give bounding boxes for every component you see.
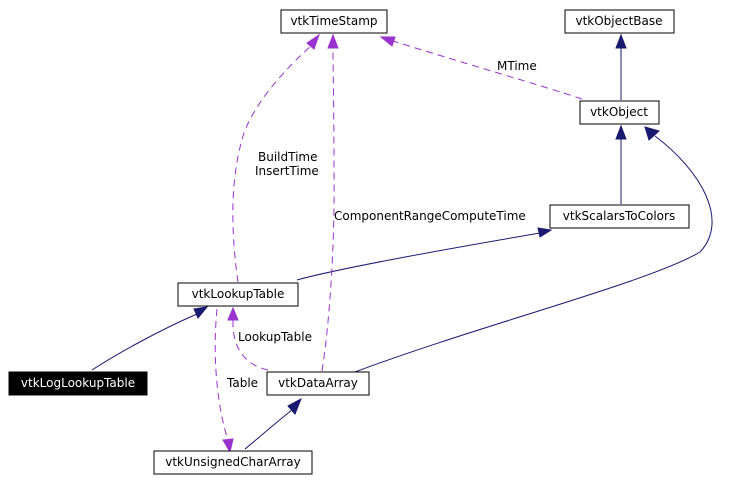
node-vtkdataarray[interactable]: vtkDataArray	[266, 371, 370, 396]
node-vtklookuptable[interactable]: vtkLookupTable	[177, 282, 299, 307]
edge-label-buildtime: BuildTime	[258, 150, 318, 164]
edge-dataarray-to-timestamp	[321, 33, 339, 372]
node-label: vtkTimeStamp	[290, 14, 377, 28]
edge-unsignedchararray-to-dataarray	[244, 397, 302, 450]
node-label: vtkLookupTable	[192, 287, 285, 301]
edge-label-mtime: MTime	[497, 59, 537, 73]
edge-lookuptable-to-unsignedchararray	[214, 308, 234, 454]
node-vtktimestamp[interactable]: vtkTimeStamp	[280, 9, 388, 34]
node-label: vtkObject	[590, 105, 648, 119]
edge-object-to-timestamp	[379, 36, 583, 100]
node-label: vtkScalarsToColors	[563, 209, 675, 223]
edge-label-inserttime: InsertTime	[255, 164, 319, 178]
edge-scalarstocolors-to-object	[615, 124, 627, 204]
node-label: vtkObjectBase	[575, 14, 662, 28]
node-label: vtkDataArray	[278, 376, 358, 390]
edge-object-to-objectbase	[615, 33, 627, 100]
edge-dataarray-to-lookuptable	[227, 306, 269, 371]
edge-label-componentrange: ComponentRangeComputeTime	[334, 209, 526, 223]
node-vtkloglookuptable[interactable]: vtkLogLookupTable	[8, 371, 148, 396]
node-vtkobject[interactable]: vtkObject	[579, 100, 660, 125]
node-vtkscalarstocolors[interactable]: vtkScalarsToColors	[549, 204, 690, 229]
edge-lookuptable-to-timestamp	[232, 33, 320, 283]
edge-label-table: Table	[226, 376, 258, 390]
edge-label-lookuptable: LookupTable	[238, 330, 312, 344]
edge-lookuptable-to-scalarstocolors	[296, 227, 553, 281]
node-label: vtkLogLookupTable	[21, 376, 135, 390]
node-vtkunsignedchararray[interactable]: vtkUnsignedCharArray	[153, 450, 313, 475]
edge-dataarray-to-object	[354, 126, 713, 373]
node-vtkobjectbase[interactable]: vtkObjectBase	[564, 9, 675, 34]
edge-loglookuptable-to-lookuptable	[91, 306, 209, 371]
node-label: vtkUnsignedCharArray	[165, 455, 301, 469]
